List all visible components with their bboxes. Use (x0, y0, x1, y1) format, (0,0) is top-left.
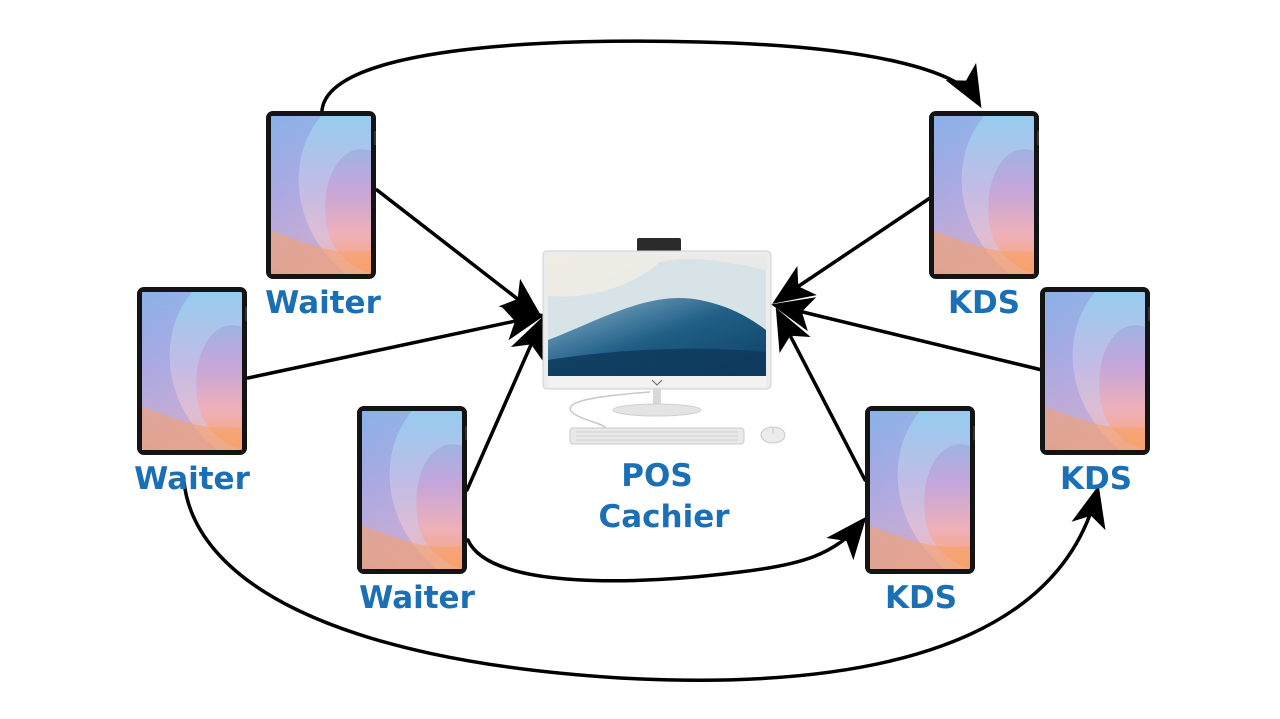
kds-bottom-label: KDS (885, 580, 957, 616)
arrow-waiter-left-to-kds-right (182, 480, 1106, 682)
waiter-top-label: Waiter (265, 285, 381, 321)
pos-label-line2: Cachier (598, 499, 730, 535)
waiter-bottom-label: Waiter (359, 580, 475, 616)
arrow-kds-right-to-pos (771, 297, 1044, 372)
tablet-icon (929, 111, 1039, 279)
waiter-top-node: Waiter (265, 111, 382, 321)
tablet-icon (865, 406, 975, 574)
tablet-icon (1040, 287, 1150, 455)
tablet-icon (137, 287, 247, 455)
kds-top-label: KDS (948, 285, 1020, 321)
connections (182, 39, 1106, 682)
arrow-kds-top-to-pos (772, 196, 932, 304)
kds-bottom-node: KDS (865, 406, 975, 616)
kds-right-label: KDS (1060, 461, 1132, 497)
arrow-kds-bottom-to-pos (775, 307, 867, 482)
arrow-waiter-bottom-to-pos (465, 315, 544, 492)
waiter-left-node: Waiter (134, 287, 251, 497)
pos-label-line1: POS (621, 458, 692, 494)
arrow-waiter-bottom-to-kds-bottom (466, 516, 867, 583)
arrow-waiter-left-to-pos (246, 306, 546, 380)
all-in-one-computer-icon (542, 238, 786, 445)
tablet-icon (357, 406, 467, 574)
tablet-icon (266, 111, 376, 279)
arrow-waiter-top-to-kds-top (320, 39, 982, 112)
kds-right-node: KDS (1040, 287, 1150, 497)
kds-top-node: KDS (929, 111, 1039, 321)
waiter-bottom-node: Waiter (357, 406, 476, 616)
waiter-left-label: Waiter (134, 461, 250, 497)
arrow-waiter-top-to-pos (375, 188, 543, 319)
pos-node: POS Cachier (542, 238, 786, 535)
